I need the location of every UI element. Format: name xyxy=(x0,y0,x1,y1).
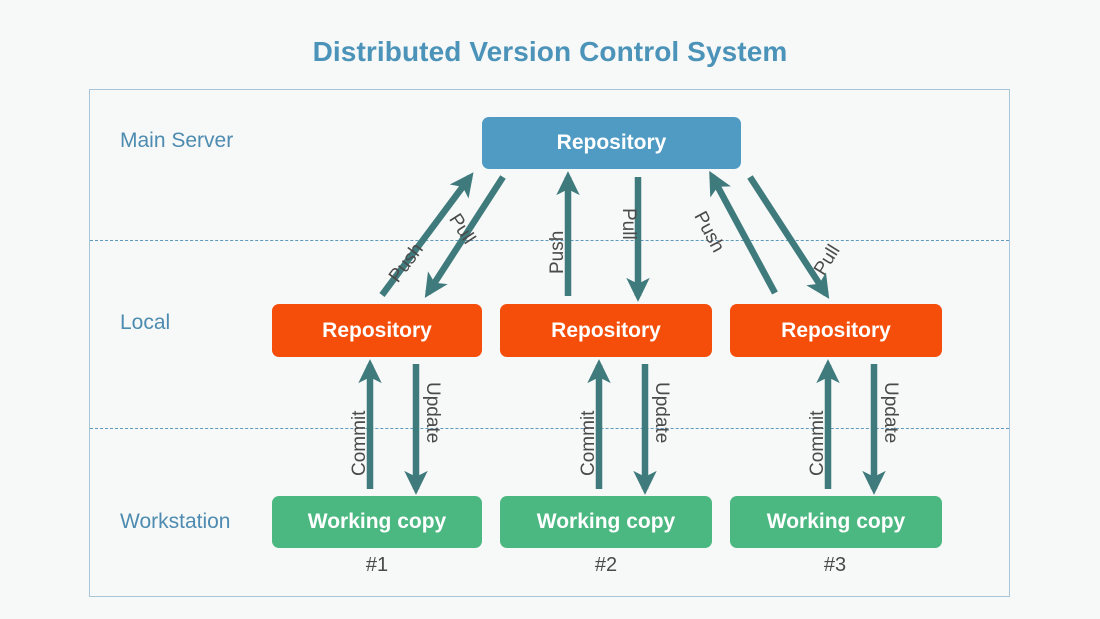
tier-divider-server-local xyxy=(90,240,1009,241)
arrow-label-update-3: Update xyxy=(880,382,901,444)
arrow-label-push-2: Push xyxy=(547,230,568,274)
arrow-label-update-2: Update xyxy=(651,382,672,444)
row-label-workstation: Workstation xyxy=(120,510,231,533)
page-title: Distributed Version Control System xyxy=(312,36,788,67)
arrow-label-commit-2: Commit xyxy=(578,410,599,476)
node-local-repository-1[interactable]: Repository xyxy=(272,304,482,357)
diagram-frame xyxy=(89,89,1010,597)
node-local-repository-3[interactable]: Repository xyxy=(730,304,942,357)
arrow-label-commit-1: Commit xyxy=(349,410,370,476)
workstation-number-1: #1 xyxy=(365,554,389,576)
workstation-number-2: #2 xyxy=(594,554,618,576)
node-local-repository-2[interactable]: Repository xyxy=(500,304,712,357)
workstation-number-3: #3 xyxy=(823,554,847,576)
node-working-copy-3[interactable]: Working copy xyxy=(730,496,942,548)
node-working-copy-2[interactable]: Working copy xyxy=(500,496,712,548)
node-main-server-repository[interactable]: Repository xyxy=(482,117,741,169)
arrow-label-update-1: Update xyxy=(422,382,443,444)
row-label-local: Local xyxy=(120,311,171,334)
tier-divider-local-workstation xyxy=(90,428,1009,429)
row-label-main-server: Main Server xyxy=(120,129,234,152)
arrow-label-commit-3: Commit xyxy=(807,410,828,476)
arrow-label-pull-2: Pull xyxy=(618,208,639,240)
node-working-copy-1[interactable]: Working copy xyxy=(272,496,482,548)
